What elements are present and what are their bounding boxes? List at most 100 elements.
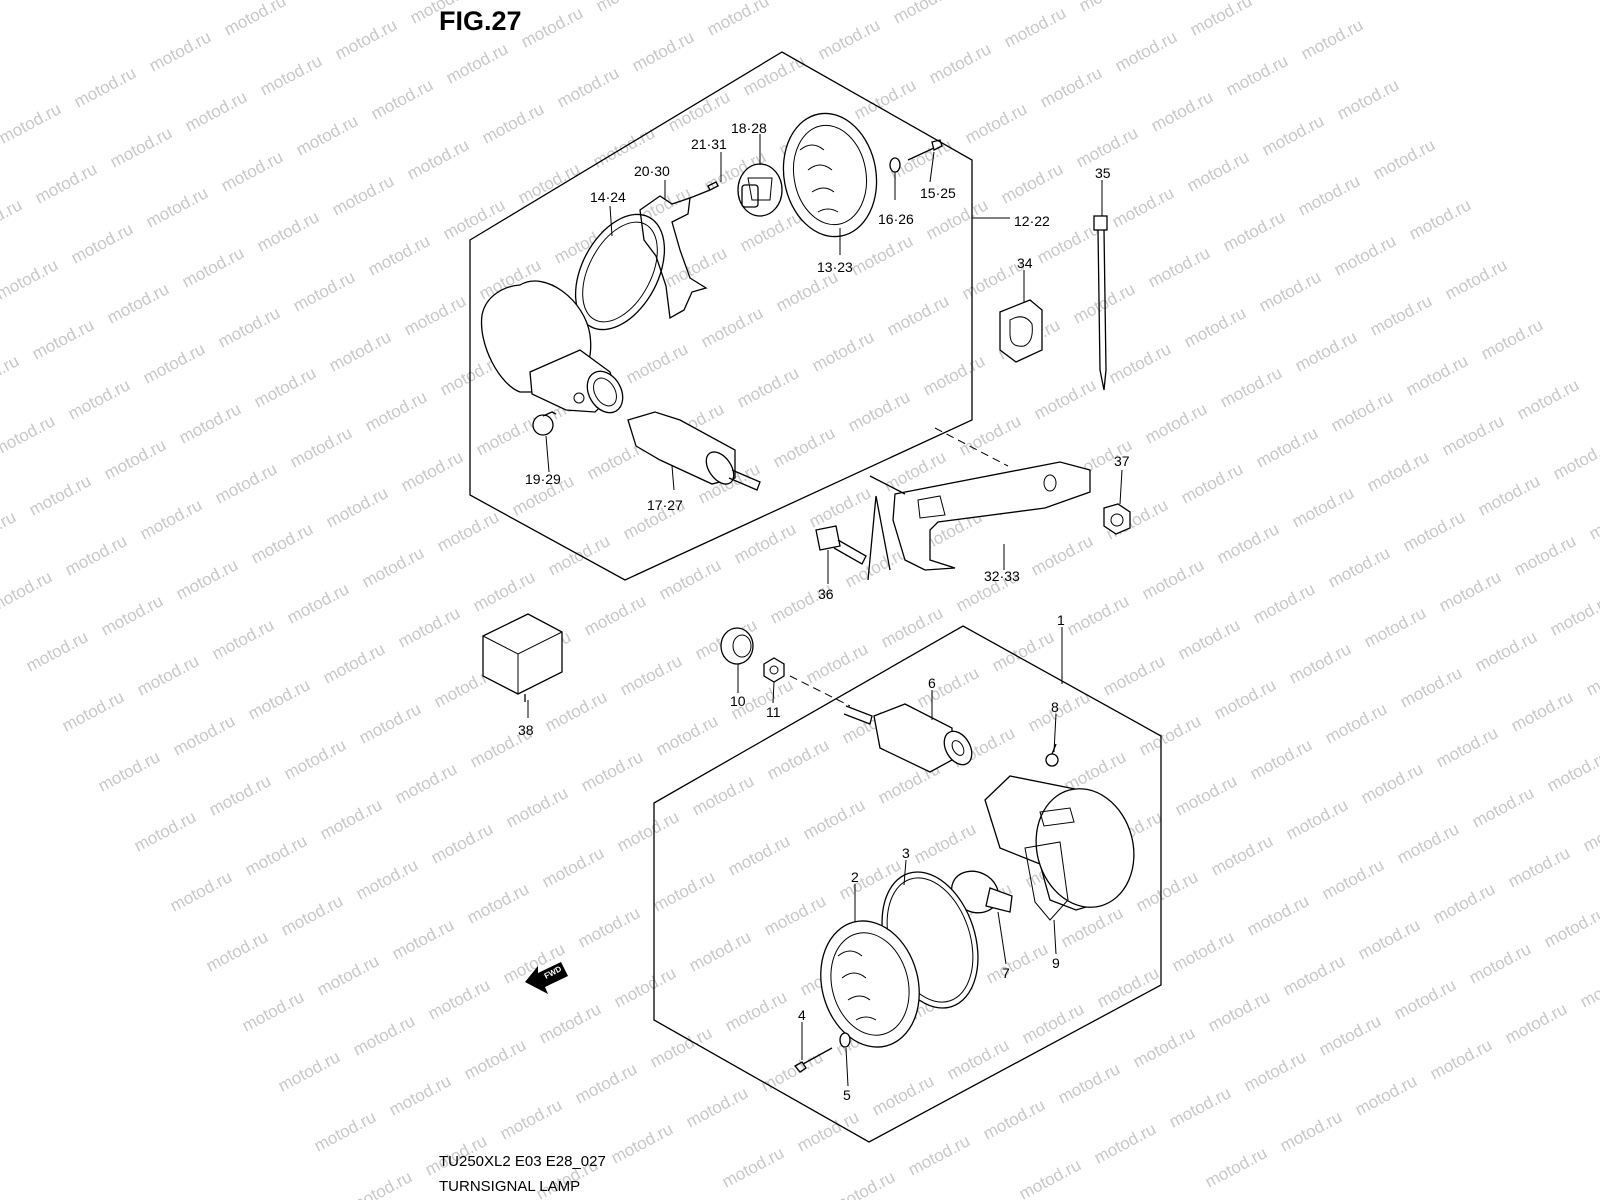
watermark-text: motod.ru [353, 855, 421, 903]
bulb-lower [951, 870, 1013, 914]
watermark-text: motod.ru [1439, 411, 1507, 459]
watermark-text: motod.ru [1430, 879, 1498, 927]
watermark-text: motod.ru [878, 603, 946, 651]
watermark-text: motod.ru [1283, 795, 1351, 843]
callout-35: 35 [1095, 165, 1111, 181]
callout-18-28: 18·28 [731, 120, 767, 136]
lamp-housing-lower [984, 775, 1135, 921]
dash-centerline-lower [789, 675, 851, 707]
watermark-text: motod.ru [425, 975, 493, 1023]
watermark-text: motod.ru [572, 1059, 640, 1107]
watermark-text: motod.ru [1145, 243, 1213, 291]
watermark-text: motod.ru [518, 3, 586, 51]
lens-lower [820, 920, 920, 1048]
watermark-text: motod.ru [1217, 363, 1285, 411]
watermark-text: motod.ru [578, 747, 646, 795]
watermark-text: motod.ru [683, 1083, 751, 1131]
watermark-text: motod.ru [107, 123, 175, 171]
watermark-text: motod.ru [770, 423, 838, 471]
watermark-text: motod.ru [32, 159, 100, 207]
watermark-text: motod.ru [1262, 0, 1330, 4]
watermark-text: motod.ru [758, 1047, 826, 1095]
watermark-text: motod.ru [443, 39, 511, 87]
callout-20-30: 20·30 [634, 163, 670, 179]
watermark-text: motod.ru [656, 555, 724, 603]
watermark-text: motod.ru [1541, 903, 1600, 951]
watermark-text: motod.ru [1181, 303, 1249, 351]
watermark-text: motod.ru [686, 927, 754, 975]
watermark-text: motod.ru [1241, 1047, 1309, 1095]
watermark-text: motod.ru [365, 231, 433, 279]
watermark-text: motod.ru [554, 63, 622, 111]
upper-assembly-outline [469, 51, 973, 581]
watermark-text: motod.ru [1364, 447, 1432, 495]
watermark-text: motod.ru [0, 255, 61, 303]
watermark-text: motod.ru [1001, 3, 1069, 51]
watermark-text: motod.ru [662, 243, 730, 291]
watermark-text: motod.ru [461, 1035, 529, 1083]
watermark-text: motod.ru [740, 51, 808, 99]
callout-2: 2 [851, 869, 859, 885]
watermark-text: motod.ru [206, 771, 274, 819]
callout-34: 34 [1017, 255, 1033, 271]
watermark-text: motod.ru [470, 567, 538, 615]
watermark-text: motod.ru [962, 99, 1030, 147]
watermark-text: motod.ru [173, 555, 241, 603]
watermark-text: motod.ru [956, 411, 1024, 459]
watermark-text: motod.ru [1322, 699, 1390, 747]
watermark-text: motod.ru [389, 915, 457, 963]
watermark-text: motod.ru [1442, 255, 1510, 303]
watermark-text: motod.ru [1286, 639, 1354, 687]
callout-38: 38 [518, 722, 534, 738]
watermark-text: motod.ru [1211, 675, 1279, 723]
watermark-text: motod.ru [1511, 531, 1579, 579]
watermark-text: motod.ru [1058, 903, 1126, 951]
watermark-text: motod.ru [284, 579, 352, 627]
watermark-text: motod.ru [311, 1107, 379, 1155]
callout-8: 8 [1051, 699, 1059, 715]
watermark-text: motod.ru [29, 315, 97, 363]
watermark-text: motod.ru [104, 279, 172, 327]
watermark-text: motod.ru [26, 471, 94, 519]
watermark-text: motod.ru [1205, 987, 1273, 1035]
watermark-text: motod.ru [1295, 171, 1363, 219]
watermark-text: motod.ru [983, 939, 1051, 987]
bolt-36 [815, 525, 867, 565]
watermark-text: motod.ru [1259, 111, 1327, 159]
watermark-text: motod.ru [65, 375, 133, 423]
watermark-text: motod.ru [1166, 1083, 1234, 1131]
watermark-text: motod.ru [320, 639, 388, 687]
watermark-text: motod.ru [140, 339, 208, 387]
watermark-text: motod.ru [209, 615, 277, 663]
watermark-text: motod.ru [473, 411, 541, 459]
lens-upper [782, 112, 878, 238]
watermark-text: motod.ru [1031, 375, 1099, 423]
watermark-text: motod.ru [779, 0, 847, 4]
watermark-text: motod.ru [1055, 1059, 1123, 1107]
watermark-text: motod.ru [1586, 495, 1600, 543]
watermark-text: motod.ru [440, 195, 508, 243]
watermark-text: motod.ru [830, 1167, 898, 1200]
watermark-text: motod.ru [23, 627, 91, 675]
watermark-text: motod.ru [698, 303, 766, 351]
callout-21-31: 21·31 [691, 136, 727, 152]
watermark-text: motod.ru [884, 291, 952, 339]
clamp-34 [999, 299, 1043, 363]
watermark-text: motod.ru [401, 291, 469, 339]
watermark-text: motod.ru [1277, 1107, 1345, 1155]
watermark-text: motod.ru [1370, 135, 1438, 183]
watermark-text: motod.ru [1136, 711, 1204, 759]
watermark-text: motod.ru [1394, 819, 1462, 867]
watermark-text: motod.ru [428, 819, 496, 867]
figure-title: FIG.27 [439, 6, 522, 36]
watermark-text: motod.ru [179, 243, 247, 291]
watermark-text: motod.ru [944, 1035, 1012, 1083]
watermark-text: motod.ru [281, 735, 349, 783]
watermark-text: motod.ru [62, 531, 130, 579]
watermark-text: motod.ru [242, 831, 310, 879]
watermark-text: motod.ru [890, 0, 958, 28]
watermark-text: motod.ru [980, 1095, 1048, 1143]
washer-16-26 [889, 157, 901, 173]
watermark-text: motod.ru [1406, 195, 1474, 243]
